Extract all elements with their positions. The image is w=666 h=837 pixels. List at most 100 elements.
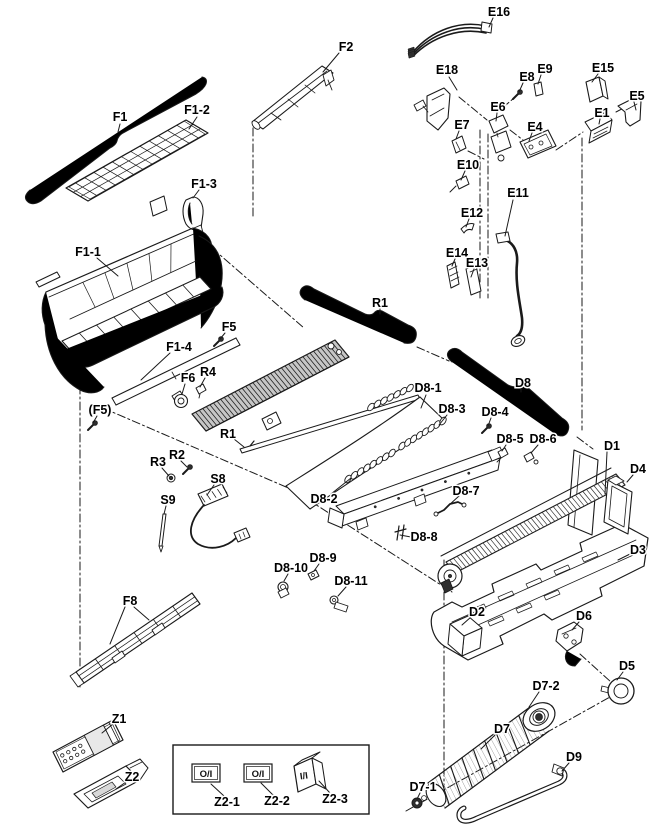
part-label-s9: S9 — [160, 493, 175, 507]
part-label-z2-1: Z2-1 — [214, 795, 240, 809]
legend-card-z2-3-text: I/I — [299, 771, 308, 783]
screw-art — [87, 336, 492, 483]
part-label-e13: E13 — [466, 256, 488, 270]
leader-f8 — [109, 606, 126, 645]
part-label-e6: E6 — [490, 100, 505, 114]
leader-e4 — [528, 132, 533, 142]
legend-card-z2-2: O/I — [243, 763, 273, 783]
s8-cord-art — [190, 483, 251, 549]
leader-d8-5 — [501, 444, 507, 452]
e9-part-art — [533, 81, 544, 97]
part-label-r3: R3 — [150, 455, 166, 469]
f1-1-front-panel-art — [35, 227, 224, 394]
leader-f1-3 — [192, 189, 200, 199]
leader-e18 — [448, 76, 458, 91]
part-label-d1: D1 — [604, 439, 620, 453]
part-label-s8: S8 — [210, 472, 225, 486]
leader-d8-9 — [313, 563, 320, 572]
leader-e6 — [495, 112, 498, 122]
part-label-f1-2: F1-2 — [184, 103, 210, 117]
part-label-f1-1: F1-1 — [75, 245, 101, 259]
leader-e5 — [633, 101, 637, 111]
part-label-d4: D4 — [630, 462, 646, 476]
leader-d9 — [561, 762, 570, 772]
e1-plate-art — [584, 111, 613, 144]
part-label-e1: E1 — [594, 106, 609, 120]
f8-grille-art — [69, 592, 201, 688]
f1-2-filter-art — [65, 119, 209, 202]
e4-plate-art — [519, 129, 557, 159]
d5-bearing-art — [600, 677, 635, 705]
leader-e7 — [455, 130, 460, 140]
leader-r1-rod — [233, 438, 245, 448]
part-label-d8-5: D8-5 — [496, 432, 523, 446]
e14-connector-art — [446, 261, 460, 289]
leader-lines — [92, 17, 637, 800]
d9-hose-art — [456, 763, 568, 824]
leader-e1 — [598, 118, 601, 125]
part-label-e18: E18 — [436, 63, 458, 77]
leader-f1-4 — [140, 352, 171, 381]
e7-connector-art — [451, 135, 467, 154]
z2-holder-art — [73, 758, 149, 809]
e12-clip-art — [460, 223, 475, 234]
part-label-d8-11: D8-11 — [334, 574, 367, 588]
leader-e11 — [504, 199, 514, 237]
leader-d8-3 — [438, 414, 448, 426]
leader-e14 — [451, 258, 456, 267]
leader-f5 — [219, 332, 226, 340]
e11-cable-art — [495, 231, 526, 347]
legend-card-z2-1: O/I — [191, 763, 221, 783]
f1-trim-art — [24, 76, 207, 205]
part-label-r2: R2 — [169, 448, 185, 462]
part-label-e7: E7 — [454, 118, 469, 132]
leader-d8-2 — [330, 477, 352, 495]
part-label-e14: E14 — [446, 246, 468, 260]
d6-mount-art — [555, 621, 584, 667]
legend-card-z2-3: I/I — [293, 751, 327, 793]
leader-s8 — [206, 484, 215, 496]
leader-d8-1 — [420, 394, 427, 409]
f6-motor-art — [171, 390, 189, 409]
leader-d8-4 — [487, 417, 492, 427]
leader-z2 — [115, 781, 127, 790]
s9-pin-art — [158, 513, 167, 553]
part-label-e8: E8 — [519, 70, 534, 84]
e8-screw-art — [512, 89, 523, 100]
part-label-d8-2: D8-2 — [310, 492, 337, 506]
vertical-louver-art — [191, 339, 350, 432]
part-label-d8-3: D8-3 — [438, 402, 465, 416]
leader-d5 — [616, 671, 624, 681]
z1-remote-art — [52, 719, 124, 773]
f1-3-bracket-art — [149, 195, 204, 237]
part-label-f6: F6 — [181, 371, 196, 385]
leader-d8-10 — [283, 573, 289, 582]
part-label-f1-4: F1-4 — [166, 340, 192, 354]
part-label-d8-8: D8-8 — [410, 530, 437, 544]
part-label-r4: R4 — [200, 365, 216, 379]
part-label-e15: E15 — [592, 61, 614, 75]
part-label-d8-6: D8-6 — [529, 432, 556, 446]
e6-parts-art — [488, 114, 512, 162]
part-label-z2-2: Z2-2 — [264, 794, 290, 808]
d8-vane-bar-art — [327, 446, 505, 531]
leader-f6 — [181, 383, 186, 395]
leader-f2 — [322, 52, 340, 73]
leader-z2-3 — [318, 780, 331, 794]
f2-flap-art — [251, 65, 335, 130]
part-label-d8-4: D8-4 — [481, 405, 508, 419]
part-label-d7: D7 — [494, 722, 510, 736]
heat-exchanger-art — [437, 449, 626, 594]
part-label-f5-alt: (F5) — [89, 403, 112, 417]
part-label-f8: F8 — [123, 594, 138, 608]
leader-d3 — [617, 553, 631, 561]
leader-d8-7 — [447, 495, 460, 507]
part-label-d8-7: D8-7 — [452, 484, 479, 498]
part-label-d8: D8 — [515, 376, 531, 390]
part-label-d3: D3 — [630, 543, 646, 557]
leader-d7-2 — [528, 691, 540, 708]
leader-f5-alt — [92, 415, 98, 424]
part-label-f2: F2 — [339, 40, 354, 54]
part-label-e16: E16 — [488, 5, 510, 19]
